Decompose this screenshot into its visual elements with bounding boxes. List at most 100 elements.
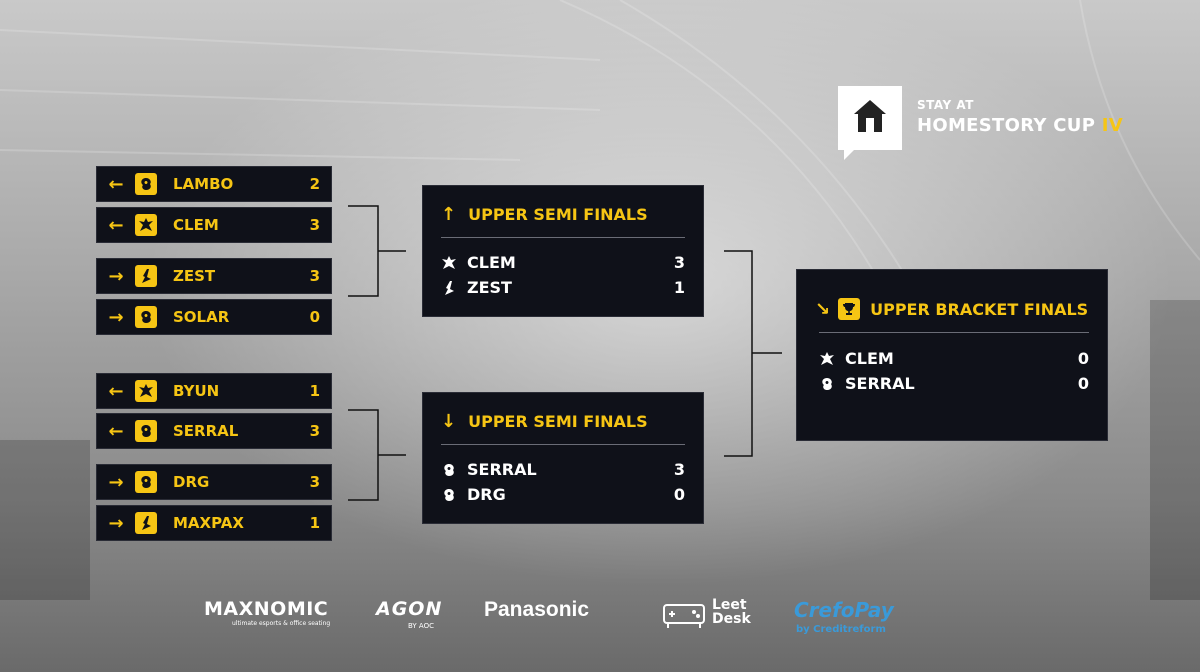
player-score: 0 (309, 308, 320, 326)
match-row: CLEM (819, 349, 894, 368)
sponsor-panasonic-logo: Panasonic (484, 598, 590, 621)
player-name: SERRAL (173, 422, 239, 440)
arrow-left-icon: ← (108, 214, 124, 236)
player-name: LAMBO (173, 175, 234, 193)
arrow-left-icon: ← (108, 380, 124, 402)
logo-badge (838, 86, 902, 150)
player-row-drg: → DRG 3 (96, 464, 332, 500)
sponsor-crefopay-tagline: by Creditreform (796, 624, 886, 635)
house-icon (854, 100, 886, 132)
match-player-score: 3 (673, 253, 685, 272)
homestory-cup-logo: STAY AT HOMESTORY CUP IV (838, 86, 1123, 164)
match-player-score: 3 (673, 460, 685, 479)
match-player-name: ZEST (467, 278, 512, 297)
arrow-down-icon: ↓ (441, 411, 457, 432)
arrow-right-icon: → (108, 471, 124, 493)
zerg-icon (822, 377, 832, 390)
player-row-byun: ← BYUN 1 (96, 373, 332, 409)
match-upper-semi-2: ↓ UPPER SEMI FINALS SERRAL 3 DRG 0 (422, 392, 704, 524)
match-row: SERRAL (819, 374, 915, 393)
zerg-icon (135, 420, 157, 442)
protoss-icon (135, 512, 157, 534)
sponsor-crefopay-logo: CrefoPay (794, 598, 894, 622)
match-title: ↓ UPPER SEMI FINALS (441, 411, 648, 432)
zerg-icon (444, 463, 454, 476)
match-row: ZEST (441, 278, 512, 297)
match-player-name: CLEM (845, 349, 894, 368)
match-player-score: 1 (673, 278, 685, 297)
match-player-score: 0 (673, 485, 685, 504)
logo-line1: STAY AT (917, 98, 974, 112)
match-player-score: 0 (1077, 349, 1089, 368)
leetdesk-gamepad-icon (663, 604, 705, 628)
match-divider (441, 237, 685, 238)
arrow-left-icon: ← (108, 420, 124, 442)
zerg-icon (135, 471, 157, 493)
zerg-icon (135, 306, 157, 328)
sponsor-agon-tagline: BY AOC (408, 622, 434, 630)
match-divider (441, 444, 685, 445)
sponsor-agon-logo: AGON (376, 598, 443, 620)
arrow-down-right-icon: ↘ (815, 298, 831, 320)
logo-line2: HOMESTORY CUP IV (917, 115, 1123, 136)
arrow-right-icon: → (108, 265, 124, 287)
logo-edition: IV (1101, 115, 1124, 136)
player-row-clem: ← CLEM 3 (96, 207, 332, 243)
match-divider (819, 332, 1089, 333)
match-title: ↑ UPPER SEMI FINALS (441, 204, 648, 225)
player-row-maxpax: → MAXPAX 1 (96, 505, 332, 541)
match-row: SERRAL (441, 460, 537, 479)
player-row-solar: → SOLAR 0 (96, 299, 332, 335)
match-row: DRG (441, 485, 506, 504)
player-score: 3 (309, 267, 320, 285)
terran-icon (135, 380, 157, 402)
player-name: SOLAR (173, 308, 230, 326)
terran-icon (135, 214, 157, 236)
zerg-icon (444, 488, 454, 501)
match-title-text: UPPER BRACKET FINALS (870, 299, 1089, 319)
trophy-icon (838, 298, 861, 320)
player-score: 3 (309, 422, 320, 440)
terran-icon (442, 255, 456, 269)
player-row-zest: → ZEST 3 (96, 258, 332, 294)
player-name: BYUN (173, 382, 220, 400)
player-score: 1 (309, 514, 320, 532)
sponsor-leetdesk-logo: Leet Desk (712, 598, 751, 626)
match-upper-semi-1: ↑ UPPER SEMI FINALS CLEM 3 ZEST 1 (422, 185, 704, 317)
player-score: 1 (309, 382, 320, 400)
match-title: ↘ UPPER BRACKET FINALS (815, 298, 1088, 320)
arrow-right-icon: → (108, 512, 124, 534)
arrow-up-icon: ↑ (441, 204, 457, 225)
protoss-icon (135, 265, 157, 287)
logo-title: HOMESTORY CUP (917, 115, 1096, 136)
player-name: ZEST (173, 267, 216, 285)
leetdesk-line1: Leet (712, 597, 747, 613)
player-name: MAXPAX (173, 514, 244, 532)
zerg-icon (135, 173, 157, 195)
logo-tail (844, 148, 856, 160)
match-title-text: UPPER SEMI FINALS (468, 412, 648, 431)
match-title-text: UPPER SEMI FINALS (468, 205, 648, 224)
match-upper-bracket-final: ↘ UPPER BRACKET FINALS CLEM 0 SERRAL 0 (796, 269, 1108, 441)
match-player-name: SERRAL (467, 460, 537, 479)
player-score: 2 (309, 175, 320, 193)
match-player-name: CLEM (467, 253, 516, 272)
player-score: 3 (309, 473, 320, 491)
sponsor-maxnomic-logo: MAXNOMIC (204, 598, 329, 620)
match-player-name: DRG (467, 485, 506, 504)
sponsor-maxnomic-tagline: ultimate esports & office seating (232, 620, 331, 627)
leetdesk-line2: Desk (712, 611, 751, 627)
match-row: CLEM (441, 253, 516, 272)
match-player-score: 0 (1077, 374, 1089, 393)
player-name: CLEM (173, 216, 219, 234)
player-name: DRG (173, 473, 210, 491)
match-player-name: SERRAL (845, 374, 915, 393)
terran-icon (820, 351, 834, 365)
player-score: 3 (309, 216, 320, 234)
player-row-lambo: ← LAMBO 2 (96, 166, 332, 202)
protoss-icon (445, 280, 454, 295)
arrow-right-icon: → (108, 306, 124, 328)
arrow-left-icon: ← (108, 173, 124, 195)
player-row-serral: ← SERRAL 3 (96, 413, 332, 449)
